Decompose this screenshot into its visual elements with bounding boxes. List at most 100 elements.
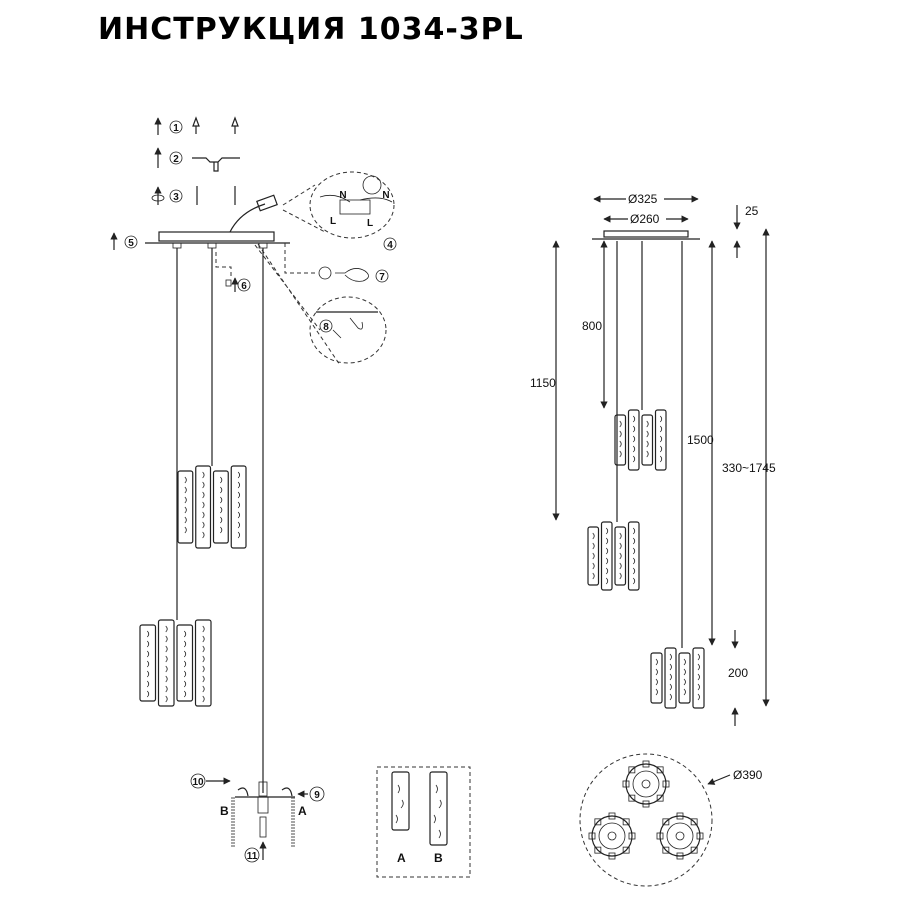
glass-texture <box>202 625 205 703</box>
live-label: L <box>330 216 336 227</box>
shade-top-inner <box>598 822 626 850</box>
shade-top-panel <box>642 800 650 808</box>
pendant-shade <box>177 465 247 549</box>
shade-top-panel <box>696 832 704 840</box>
glass-texture <box>683 658 686 696</box>
shade-type-label: A <box>397 851 406 865</box>
step-number: 9 <box>314 790 320 801</box>
shade-mount-detail: 10 9 11 B A <box>190 773 325 863</box>
glass-texture <box>632 527 636 585</box>
glass-panel <box>650 652 663 704</box>
glass-panel <box>654 409 667 471</box>
step-number: 11 <box>247 851 258 862</box>
glass-texture <box>237 471 241 539</box>
top-view: Ø390 <box>579 753 763 887</box>
glass-panel <box>139 624 157 702</box>
step-1-anchors: 1 <box>154 116 239 135</box>
glass-texture <box>220 476 223 534</box>
shade-top-outline <box>659 815 701 857</box>
glass-panel <box>194 619 212 707</box>
shade-top-inner <box>632 770 660 798</box>
dimension-label: 25 <box>745 204 759 218</box>
pendant-shade <box>650 647 705 709</box>
shade-top-panel <box>608 852 616 860</box>
shade-top-panel <box>628 794 636 802</box>
glass-panel <box>212 470 229 544</box>
glass-texture <box>619 420 622 458</box>
dimension-label: 800 <box>582 319 602 333</box>
dimension-label: Ø325 <box>628 192 658 206</box>
step-number: 5 <box>128 238 134 249</box>
shade-top-socket <box>641 779 651 789</box>
glass-panel <box>627 521 640 591</box>
step-number: 3 <box>173 192 179 203</box>
step-number: 8 <box>323 322 329 333</box>
glass-panel <box>587 526 600 586</box>
step-8-detail: 8 <box>254 243 387 366</box>
shade-top-panel <box>642 760 650 768</box>
glass-texture <box>697 653 700 701</box>
neutral-label: N <box>382 190 389 201</box>
glass-texture <box>655 658 658 696</box>
shade-top-outline <box>591 815 633 857</box>
step-2-bracket: 2 <box>154 147 240 172</box>
shade-top-panel <box>588 832 596 840</box>
glass-texture <box>165 625 168 703</box>
left-pendant-assembly <box>172 242 268 780</box>
shade-top-panel <box>622 780 630 788</box>
shade-top-socket <box>675 831 685 841</box>
shade-type-label: B <box>434 851 443 865</box>
glass-panel <box>678 652 691 704</box>
shade-top-panel <box>676 812 684 820</box>
shade-top-panel <box>656 832 664 840</box>
dimension-drawing: Ø325 Ø260 25 800 1150 1500 330~1745 200 <box>530 192 776 726</box>
glass-texture <box>184 476 187 534</box>
glass-texture <box>592 532 595 580</box>
shade-top-socket <box>607 831 617 841</box>
dimension-label: Ø390 <box>733 768 763 782</box>
shade-top-panel <box>622 846 630 854</box>
glass-texture <box>646 420 649 458</box>
dimension-label: 330~1745 <box>722 461 776 475</box>
step-number: 10 <box>192 777 204 788</box>
shade-top-panel <box>662 818 670 826</box>
shade-top-panel <box>676 852 684 860</box>
glass-texture <box>669 653 672 701</box>
dimension-label: 1150 <box>530 376 556 390</box>
pendant-shade <box>587 521 640 591</box>
glass-panel <box>614 526 627 586</box>
step-6-cord-grip: 6 <box>215 252 251 292</box>
shade-top-panel <box>594 818 602 826</box>
shade-top-panel <box>690 818 698 826</box>
shade-top-panel <box>656 766 664 774</box>
glass-texture <box>146 630 150 698</box>
shade-top-panel <box>594 846 602 854</box>
glass-panel <box>157 619 175 707</box>
page-title: ИНСТРУКЦИЯ 1034-3PL <box>98 12 524 47</box>
glass-texture <box>183 630 187 698</box>
neutral-label: N <box>339 190 346 201</box>
glass-texture <box>605 527 609 585</box>
shade-top-panel <box>662 846 670 854</box>
glass-panel <box>600 521 613 591</box>
glass-panel <box>195 465 212 549</box>
pendant-shade <box>614 409 667 471</box>
glass-panel <box>692 647 705 709</box>
dimension-label: 200 <box>728 666 748 680</box>
glass-panel <box>641 414 654 466</box>
shade-top-panel <box>656 794 664 802</box>
step-number: 6 <box>241 281 247 292</box>
live-label: L <box>367 218 373 229</box>
shade-type-label: A <box>298 804 307 818</box>
shade-type-label: B <box>220 804 229 818</box>
glass-panel <box>230 465 247 549</box>
shade-top-panel <box>690 846 698 854</box>
step-number: 2 <box>173 154 179 165</box>
shade-top-panel <box>608 812 616 820</box>
step-number: 7 <box>379 272 385 283</box>
glass-texture <box>619 532 622 580</box>
step-number: 4 <box>387 240 393 251</box>
glass-panel <box>614 414 627 466</box>
glass-panel <box>627 409 640 471</box>
